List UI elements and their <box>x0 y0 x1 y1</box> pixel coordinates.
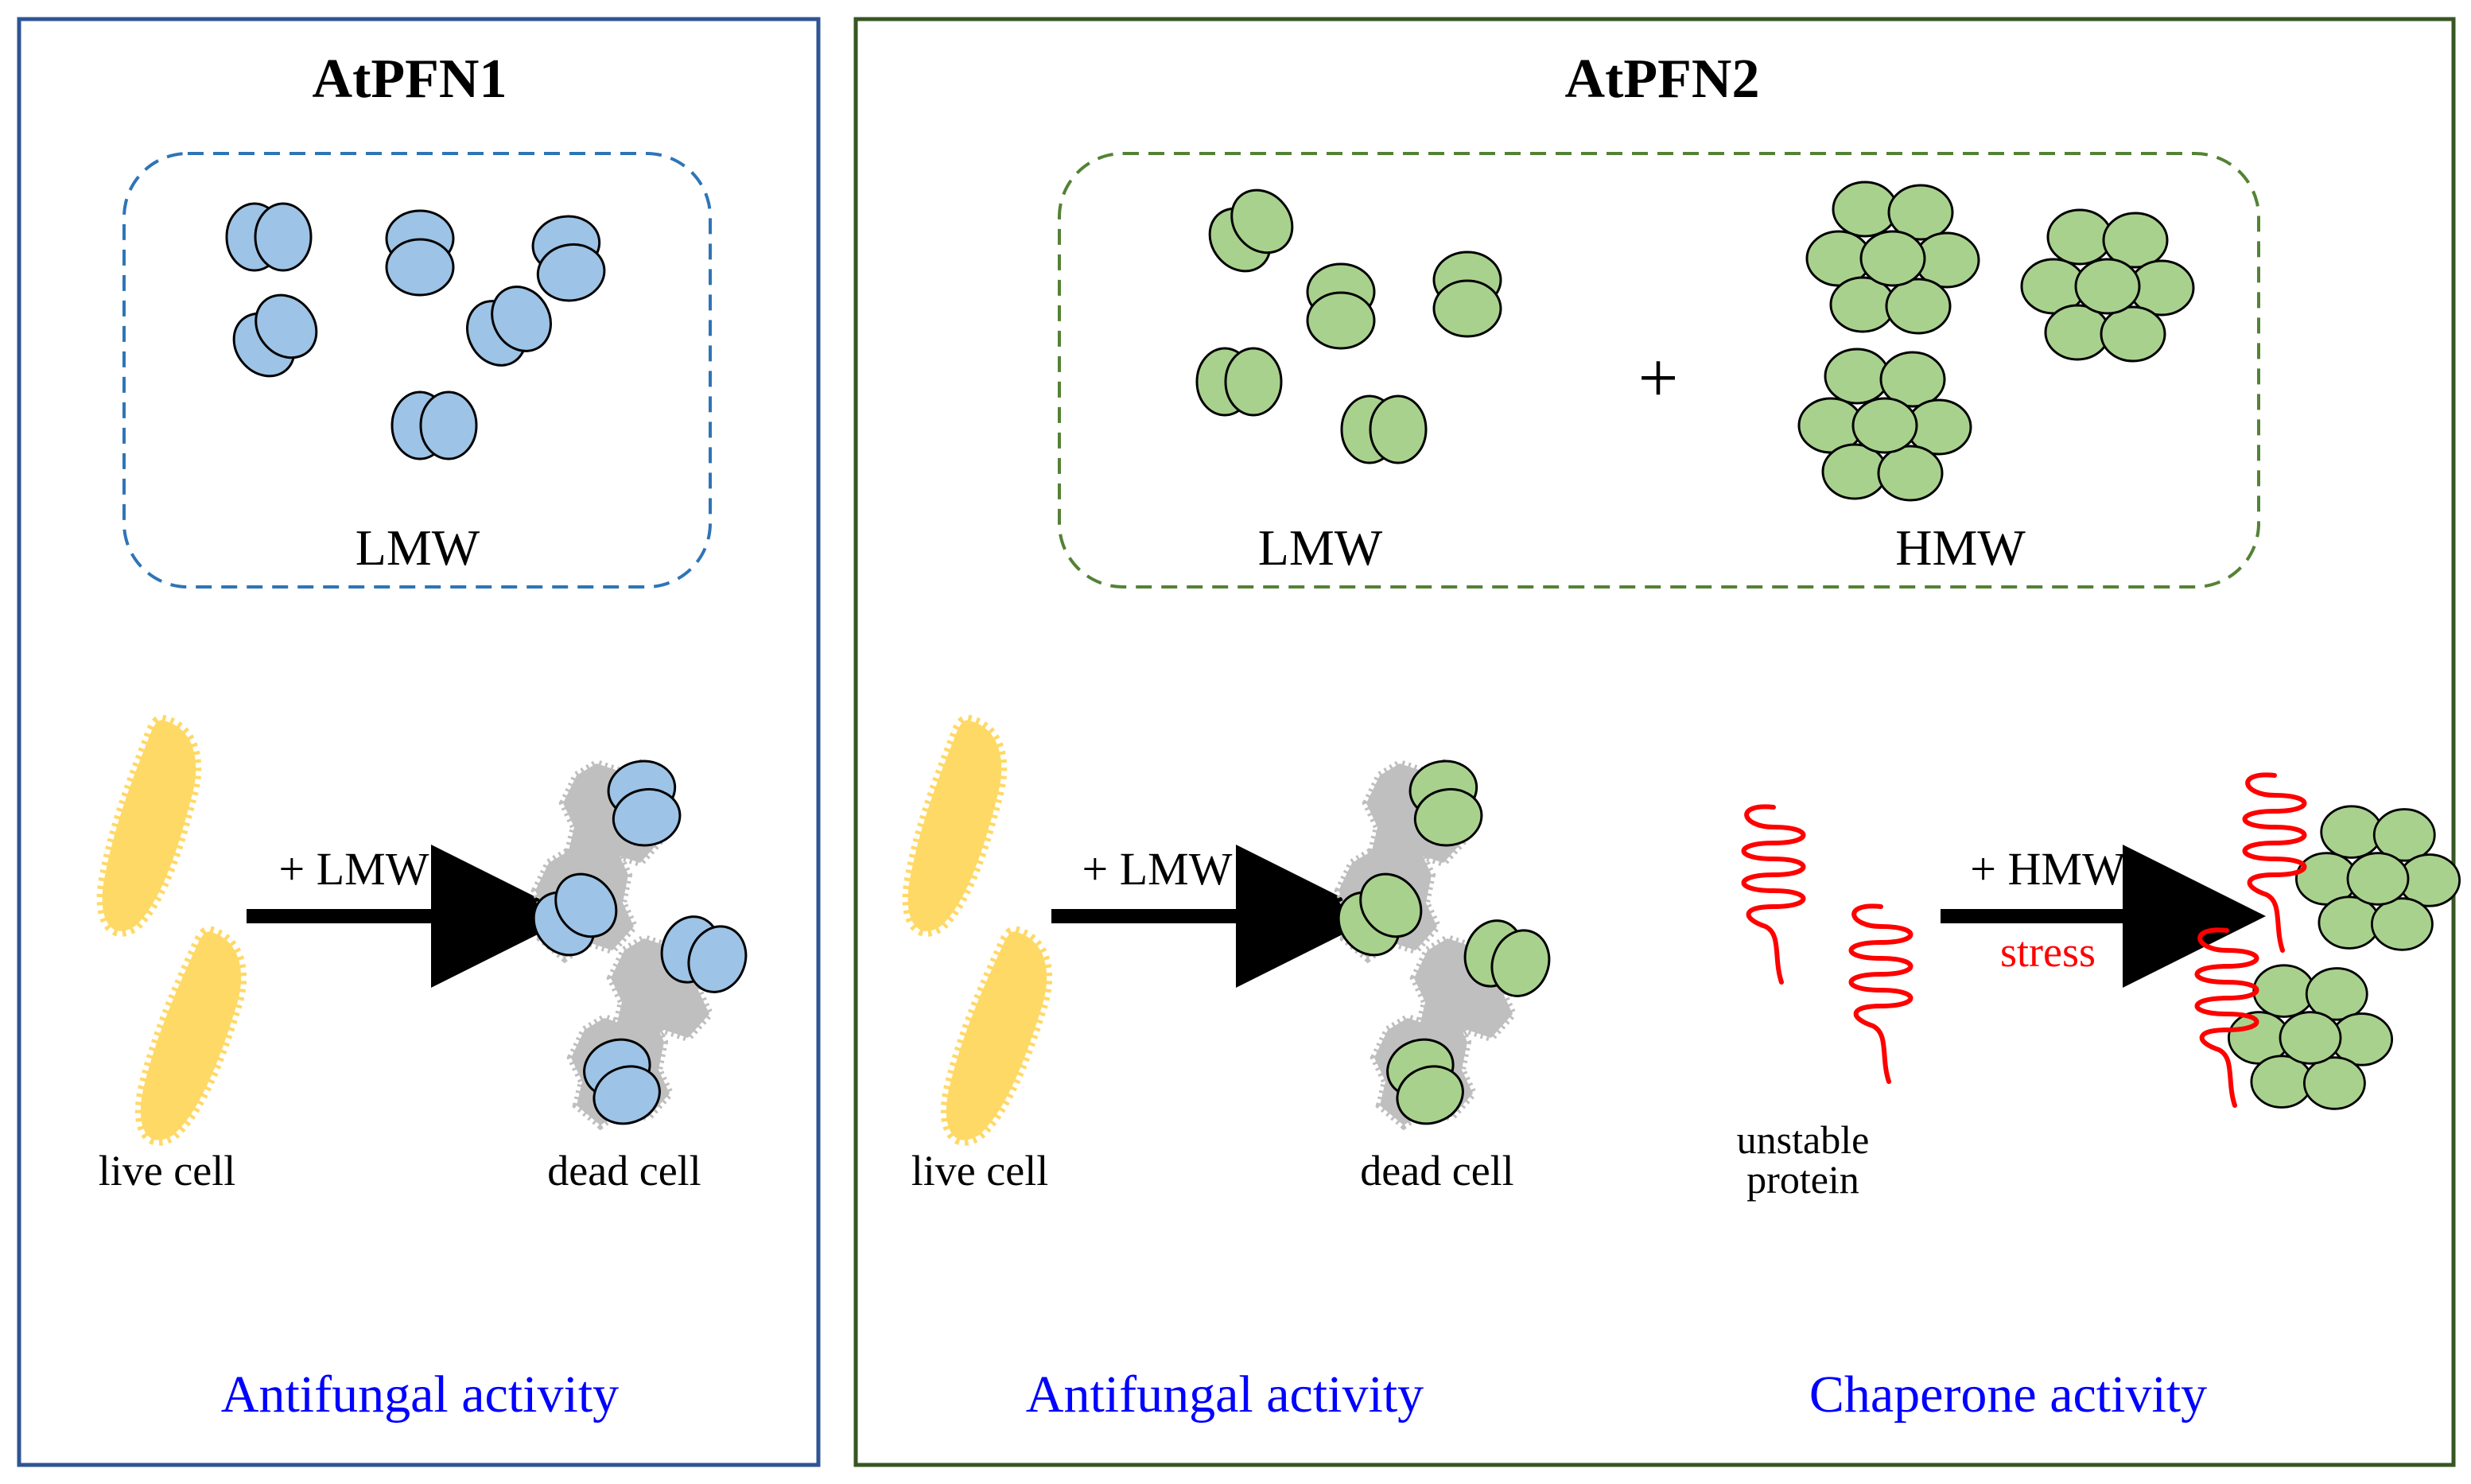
live-cell-label-left: live cell <box>99 1147 235 1195</box>
protein-label-line1: unstable <box>1737 1117 1870 1162</box>
lmw-hmw-box-right <box>1058 152 2260 589</box>
panel-atpfn2: AtPFN2 + LMW HMW + LMW <box>853 17 2460 1467</box>
protein-label-line2: protein <box>1746 1157 1859 1202</box>
activity-label-chaperone: Chaperone activity <box>1809 1366 2207 1424</box>
live-cells-right <box>905 717 1054 1149</box>
lmw-box-left <box>122 152 712 589</box>
panel-atpfn2-border <box>853 17 2456 1467</box>
arrow-label-lmw-right: + LMW <box>1082 843 1233 895</box>
panel-atpfn1: AtPFN1 LMW + LMW live cell de <box>17 17 821 1467</box>
unstable-proteins <box>1744 806 1911 1082</box>
plus-sign: + <box>1638 339 1679 418</box>
activity-label-antifungal-right: Antifungal activity <box>1026 1366 1424 1424</box>
panel-atpfn2-title: AtPFN2 <box>1565 49 1760 110</box>
lmw-label-left: LMW <box>355 519 480 576</box>
lmw-label-right: LMW <box>1258 519 1383 576</box>
arrow-label-hmw: + HMW <box>1970 843 2126 895</box>
hmw-label-right: HMW <box>1895 519 2026 576</box>
chaperone-complexes <box>2197 775 2460 1109</box>
live-cell-label-right: live cell <box>911 1147 1048 1195</box>
lmw-dimers-blue <box>220 202 611 460</box>
dead-cell-label-right: dead cell <box>1360 1147 1513 1195</box>
lmw-dimers-green <box>1195 177 1502 464</box>
arrow-label-lmw-left: + LMW <box>279 843 429 895</box>
stress-label: stress <box>2000 928 2096 976</box>
dead-cells-right <box>1324 755 1560 1134</box>
activity-label-left: Antifungal activity <box>221 1366 619 1424</box>
live-cells-left <box>99 717 248 1149</box>
panel-atpfn1-title: AtPFN1 <box>313 49 507 110</box>
hmw-clusters-green <box>1799 182 2193 500</box>
dead-cell-label-left: dead cell <box>547 1147 701 1195</box>
dead-cells-left <box>519 755 756 1134</box>
panel-atpfn1-border <box>17 17 821 1467</box>
